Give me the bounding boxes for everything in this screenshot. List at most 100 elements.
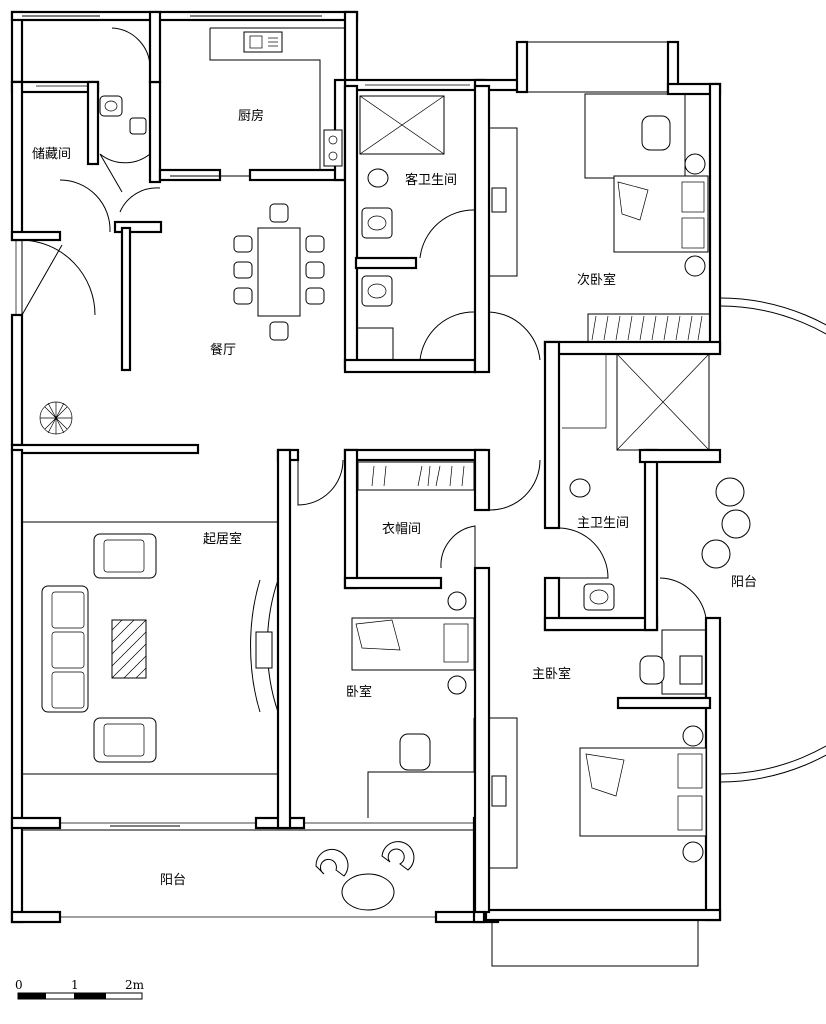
wall [704, 616, 722, 922]
pillow [681, 181, 705, 213]
round-table [341, 873, 395, 911]
bay-window [491, 919, 699, 967]
tv-icon [255, 631, 273, 669]
lamp-icon [682, 725, 704, 747]
chair-icon [305, 287, 325, 305]
room-label-bedroom: 卧室 [346, 684, 372, 700]
closet-fixtures [357, 461, 475, 491]
wall [343, 84, 359, 370]
pillow [677, 795, 703, 831]
windows [15, 15, 699, 967]
basin-bowl [104, 100, 118, 112]
sink-basin [249, 35, 263, 49]
master-door-swing [488, 459, 541, 511]
room-label-east-balcony: 阳台 [731, 575, 757, 590]
chair-icon [315, 848, 349, 877]
door-swing [119, 187, 161, 213]
planter [715, 477, 745, 507]
dining-set [233, 203, 325, 341]
bed-icon [613, 175, 709, 253]
wall [343, 576, 443, 590]
wall [148, 10, 162, 84]
balcony-arc [719, 305, 826, 775]
lamp-icon [447, 591, 467, 611]
chair-icon [639, 655, 665, 685]
room-label-closet: 衣帽间 [382, 521, 421, 537]
wall [484, 908, 722, 922]
entry-door-swing [21, 239, 96, 316]
balcony-arc [719, 297, 826, 783]
master-bedroom-furniture [488, 629, 707, 869]
wall [343, 10, 359, 88]
tv-icon [491, 187, 507, 213]
wall [343, 448, 487, 462]
wall [354, 256, 418, 270]
guest-bath-fixtures [356, 95, 445, 361]
bay-window [526, 41, 669, 93]
wall [643, 448, 659, 632]
bed-icon [579, 747, 707, 837]
wall [10, 910, 62, 924]
toilet-icon [129, 117, 147, 135]
chair-icon [641, 115, 671, 151]
closet-door-swing [440, 525, 476, 569]
wall [10, 230, 62, 242]
cabinet [356, 327, 394, 361]
basin-bowl [367, 283, 387, 299]
blanket-fold [617, 181, 649, 221]
wall [473, 448, 491, 512]
kitchen-door-swing [111, 27, 151, 69]
tv-wall-curve [250, 579, 261, 713]
chair-icon [269, 203, 289, 223]
wall [158, 168, 222, 182]
wall [10, 816, 62, 830]
basin-bowl [367, 215, 387, 231]
wall [708, 82, 722, 354]
room-label-dining: 餐厅 [210, 342, 236, 358]
stove-icon [323, 129, 343, 167]
wall [473, 84, 491, 374]
shower-tray [616, 353, 710, 451]
planter [701, 539, 731, 569]
counter [209, 28, 321, 170]
wardrobe [357, 461, 475, 491]
washbasin-icon [361, 207, 393, 239]
room-labels: 储藏间 厨房 客卫生间 次卧室 餐厅 起居室 衣帽间 主卫生间 阳台 主卧室 卧… [32, 108, 757, 888]
bed-icon [351, 617, 475, 671]
cushion [103, 539, 145, 573]
toilet-icon [569, 478, 591, 498]
wall [616, 696, 712, 710]
pillow [677, 753, 703, 789]
desk [367, 718, 475, 818]
monitor-icon [679, 655, 703, 685]
wall [248, 168, 347, 182]
balcony-door-swing [659, 577, 707, 619]
lamp-icon [447, 675, 467, 695]
chair-icon [399, 733, 431, 771]
master-bath-fixtures [562, 353, 710, 611]
wall [276, 448, 292, 830]
shower-cross [359, 95, 445, 155]
south-balcony-furniture [315, 841, 415, 911]
storage-door-swing [59, 179, 111, 233]
sofa-icon [41, 585, 89, 713]
wall [10, 443, 200, 455]
armchair-icon [93, 717, 157, 763]
blanket-fold [355, 619, 401, 651]
wall [10, 448, 24, 924]
east-balcony [657, 297, 826, 783]
shower-cross [616, 353, 710, 451]
bedroom-door-swing [488, 311, 541, 361]
hangers [371, 465, 465, 487]
scale-bar: 0 1 2m [15, 978, 145, 1000]
wall [113, 220, 163, 234]
interior-walls [86, 10, 722, 914]
tv-icon [491, 775, 507, 807]
wall [10, 313, 24, 447]
room-label-living: 起居室 [203, 531, 242, 547]
scale-tick-2: 2m [125, 978, 145, 992]
wall [343, 448, 359, 590]
table-hatch [111, 619, 147, 679]
room-label-south-balcony: 阳台 [160, 873, 186, 888]
